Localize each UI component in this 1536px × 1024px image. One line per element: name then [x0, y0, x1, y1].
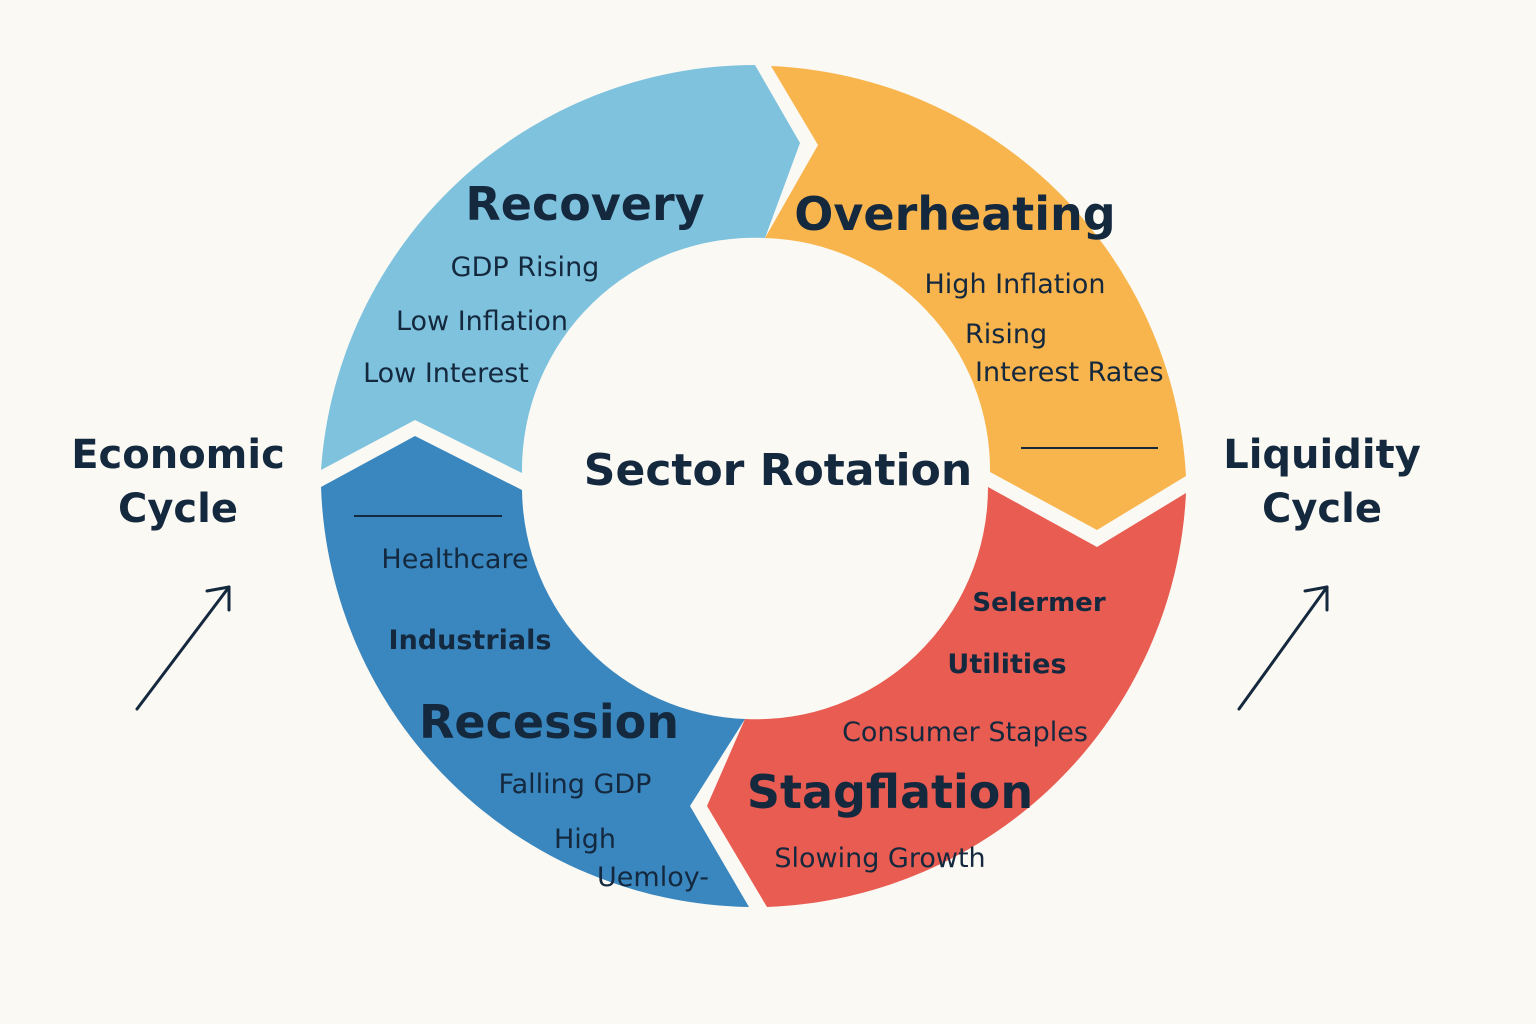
arrow-up-right-icon — [1237, 585, 1329, 711]
stagflation-line-1: Slowing Growth — [774, 843, 985, 874]
recession-sector-1: Healthcare — [381, 544, 528, 575]
recovery-segment — [321, 65, 800, 473]
overheating-line-3: Interest Rates — [975, 357, 1164, 388]
stagflation-sector-1: Selermer — [972, 588, 1105, 618]
overheating-line-1: High Inflation — [925, 269, 1106, 300]
stagflation-sector-2: Utilities — [947, 649, 1066, 680]
stagflation-title: Stagflation — [747, 765, 1033, 819]
recovery-title: Recovery — [465, 177, 704, 231]
arrow-up-right-icon — [135, 585, 231, 711]
liquidity-cycle-label-line-2: Cycle — [1262, 486, 1382, 532]
economic-cycle-label-line-2: Cycle — [118, 486, 238, 532]
economic-cycle-label-line-1: Economic — [71, 432, 285, 478]
recovery-line-2: Low Inflation — [396, 306, 568, 337]
overheating-segment — [765, 66, 1186, 530]
overheating-title: Overheating — [794, 187, 1115, 241]
liquidity-cycle-label-line-1: Liquidity — [1223, 432, 1421, 478]
recession-line-1: Falling GDP — [499, 769, 652, 800]
recovery-line-3: Low Interest — [363, 358, 529, 389]
stagflation-segment — [707, 487, 1186, 907]
recession-line-3: Uemloy- — [597, 862, 709, 893]
overheating-line-2: Rising — [965, 319, 1047, 350]
recession-title: Recession — [419, 695, 679, 749]
recovery-line-1: GDP Rising — [451, 252, 600, 283]
recession-line-2: High — [554, 824, 616, 855]
stagflation-sector-3: Consumer Staples — [842, 717, 1088, 748]
recession-sector-2: Industrials — [389, 625, 552, 656]
center-title: Sector Rotation — [584, 445, 972, 496]
recession-segment — [321, 436, 749, 907]
